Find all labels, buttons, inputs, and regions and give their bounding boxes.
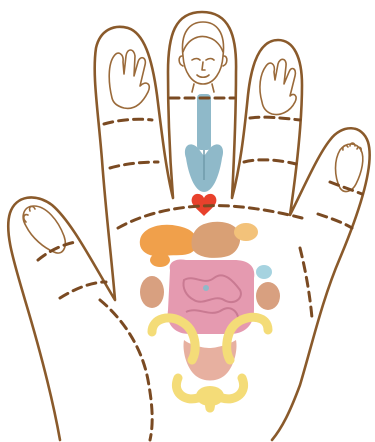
pancreas-organ — [234, 223, 258, 241]
kidney-right-organ — [256, 282, 280, 310]
spleen-organ — [256, 265, 272, 279]
head-figure — [179, 22, 227, 92]
kidney-left-organ — [140, 276, 164, 308]
index-finger-hand-figure — [109, 50, 149, 108]
little-finger-foot-figure — [336, 143, 363, 191]
stomach-organ — [191, 222, 240, 258]
gallbladder-organ — [150, 253, 170, 267]
ring-finger-hand-figure — [260, 59, 296, 114]
respiratory-organs — [185, 94, 223, 192]
liver-organ — [140, 225, 197, 257]
